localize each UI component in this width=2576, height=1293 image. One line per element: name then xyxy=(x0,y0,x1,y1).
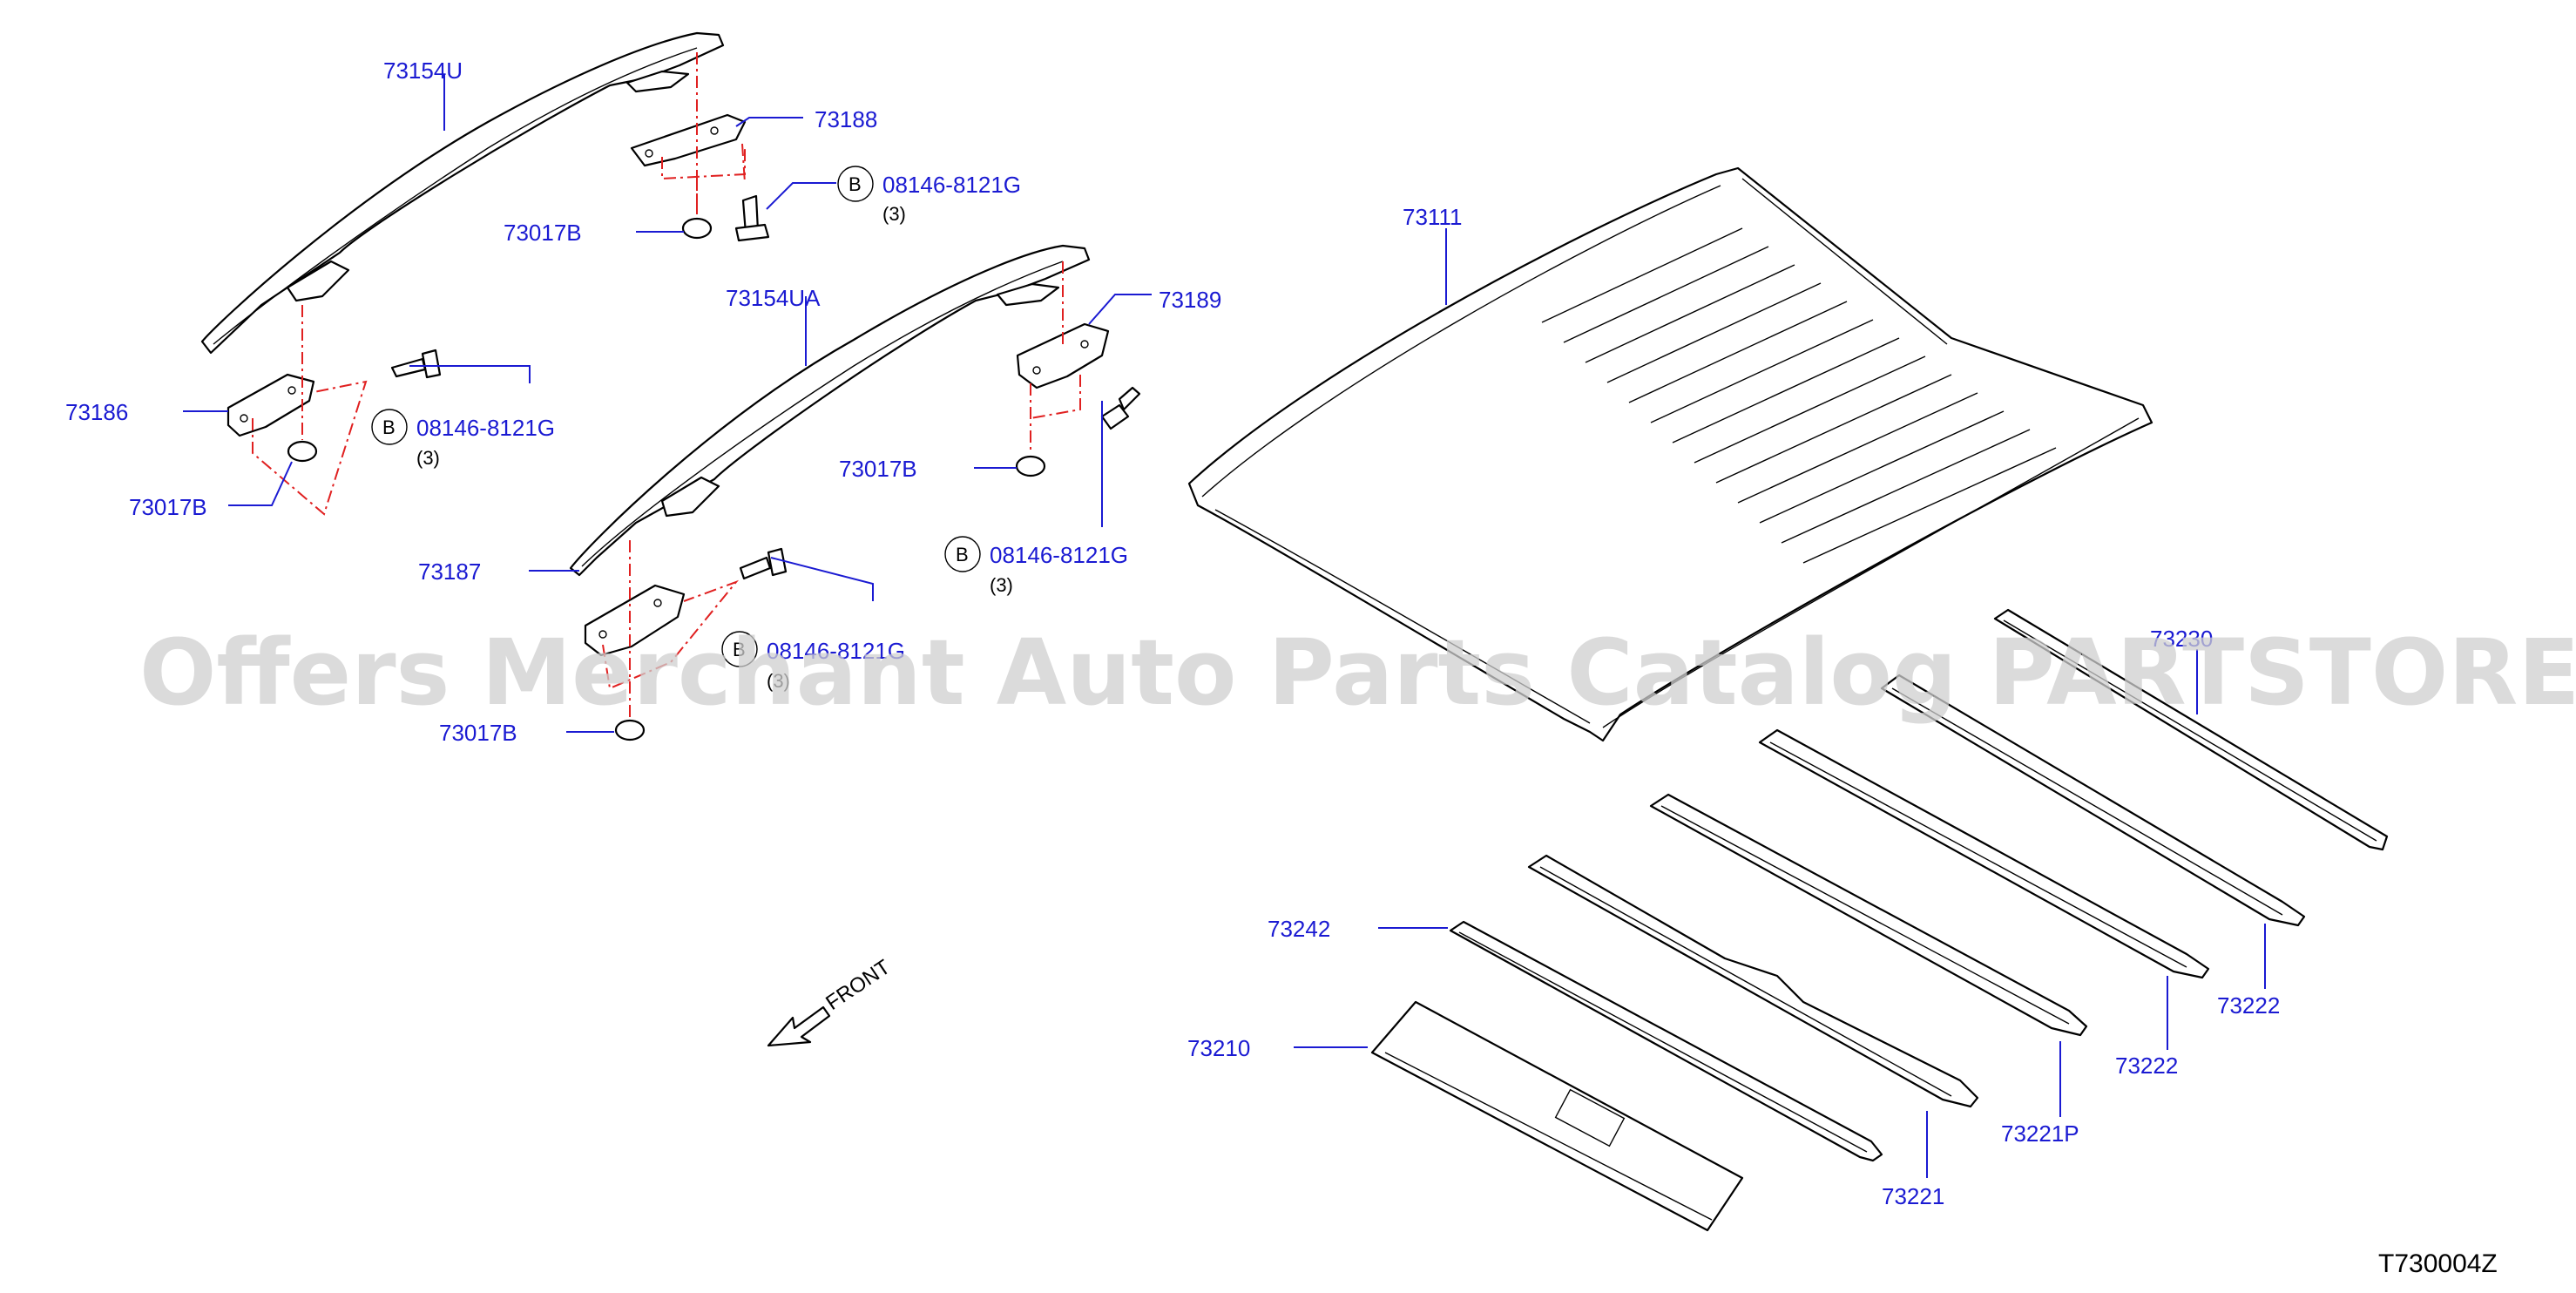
roof-bow-73230[interactable] xyxy=(1993,608,2389,851)
svg-text:B: B xyxy=(382,416,396,438)
label-bolt-08146-c[interactable]: 08146-8121G xyxy=(416,415,555,441)
roof-rail-lower[interactable] xyxy=(569,244,1091,577)
bracket-73188[interactable] xyxy=(630,113,747,167)
label-73186[interactable]: 73186 xyxy=(65,399,128,425)
label-73222-front[interactable]: 73222 xyxy=(2115,1053,2178,1079)
label-73188[interactable]: 73188 xyxy=(815,106,877,132)
svg-text:B: B xyxy=(733,639,746,660)
roof-panel[interactable] xyxy=(1187,166,2153,742)
label-73222-rear[interactable]: 73222 xyxy=(2217,992,2280,1019)
svg-text:B: B xyxy=(849,173,862,195)
roof-rail-upper[interactable] xyxy=(200,31,725,355)
label-bolt-08146-a[interactable]: 08146-8121G xyxy=(882,172,1021,198)
svg-text:B: B xyxy=(956,544,969,565)
label-73210[interactable]: 73210 xyxy=(1187,1035,1250,1061)
bracket-73189[interactable] xyxy=(1016,322,1110,389)
roof-bow-73222-rear[interactable] xyxy=(1880,674,2306,927)
label-73221[interactable]: 73221 xyxy=(1882,1183,1944,1209)
roof-bow-73221p[interactable] xyxy=(1649,793,2088,1037)
nut-icon xyxy=(287,217,1046,741)
bracket-73186[interactable] xyxy=(226,373,315,437)
front-label: FRONT xyxy=(821,955,895,1015)
watermark: Offers Merchant Auto Parts Catalog PARTS… xyxy=(139,619,2576,726)
diagram-code: T730004Z xyxy=(2378,1249,2498,1278)
label-73230[interactable]: 73230 xyxy=(2150,626,2213,652)
label-73189[interactable]: 73189 xyxy=(1159,287,1221,313)
qty-bolt-a: (3) xyxy=(882,203,906,225)
label-73154U[interactable]: 73154U xyxy=(383,58,463,84)
qty-bolt-b: (3) xyxy=(990,574,1013,596)
qty-bolt-c: (3) xyxy=(416,447,440,469)
front-header-73210[interactable] xyxy=(1370,1000,1744,1232)
roof-bow-73222-front[interactable] xyxy=(1758,728,2210,979)
roof-bow-73242[interactable] xyxy=(1449,920,1883,1162)
label-73017B-a[interactable]: 73017B xyxy=(504,220,582,246)
label-73187[interactable]: 73187 xyxy=(418,558,481,585)
leader-lines xyxy=(183,74,2266,1178)
roof-panel-ribs xyxy=(1541,227,2057,564)
bracket-73187[interactable] xyxy=(584,584,686,657)
label-73017B-b[interactable]: 73017B xyxy=(839,456,917,482)
label-73017B-c[interactable]: 73017B xyxy=(129,494,207,520)
label-73111[interactable]: 73111 xyxy=(1403,204,1462,230)
qty-bolt-d: (3) xyxy=(767,670,790,692)
label-73242[interactable]: 73242 xyxy=(1268,916,1330,942)
label-73154UA[interactable]: 73154UA xyxy=(726,285,821,311)
bolt-icon xyxy=(390,194,1141,580)
bolt-badge-b: B B B B xyxy=(371,166,981,667)
label-73017B-d[interactable]: 73017B xyxy=(439,720,517,746)
label-bolt-08146-d[interactable]: 08146-8121G xyxy=(767,638,905,664)
front-arrow-icon xyxy=(767,1005,831,1047)
assembly-centerlines xyxy=(252,52,1081,719)
label-bolt-08146-b[interactable]: 08146-8121G xyxy=(990,542,1128,568)
roof-bow-73221[interactable] xyxy=(1527,854,1979,1108)
label-73221P[interactable]: 73221P xyxy=(2001,1120,2079,1147)
